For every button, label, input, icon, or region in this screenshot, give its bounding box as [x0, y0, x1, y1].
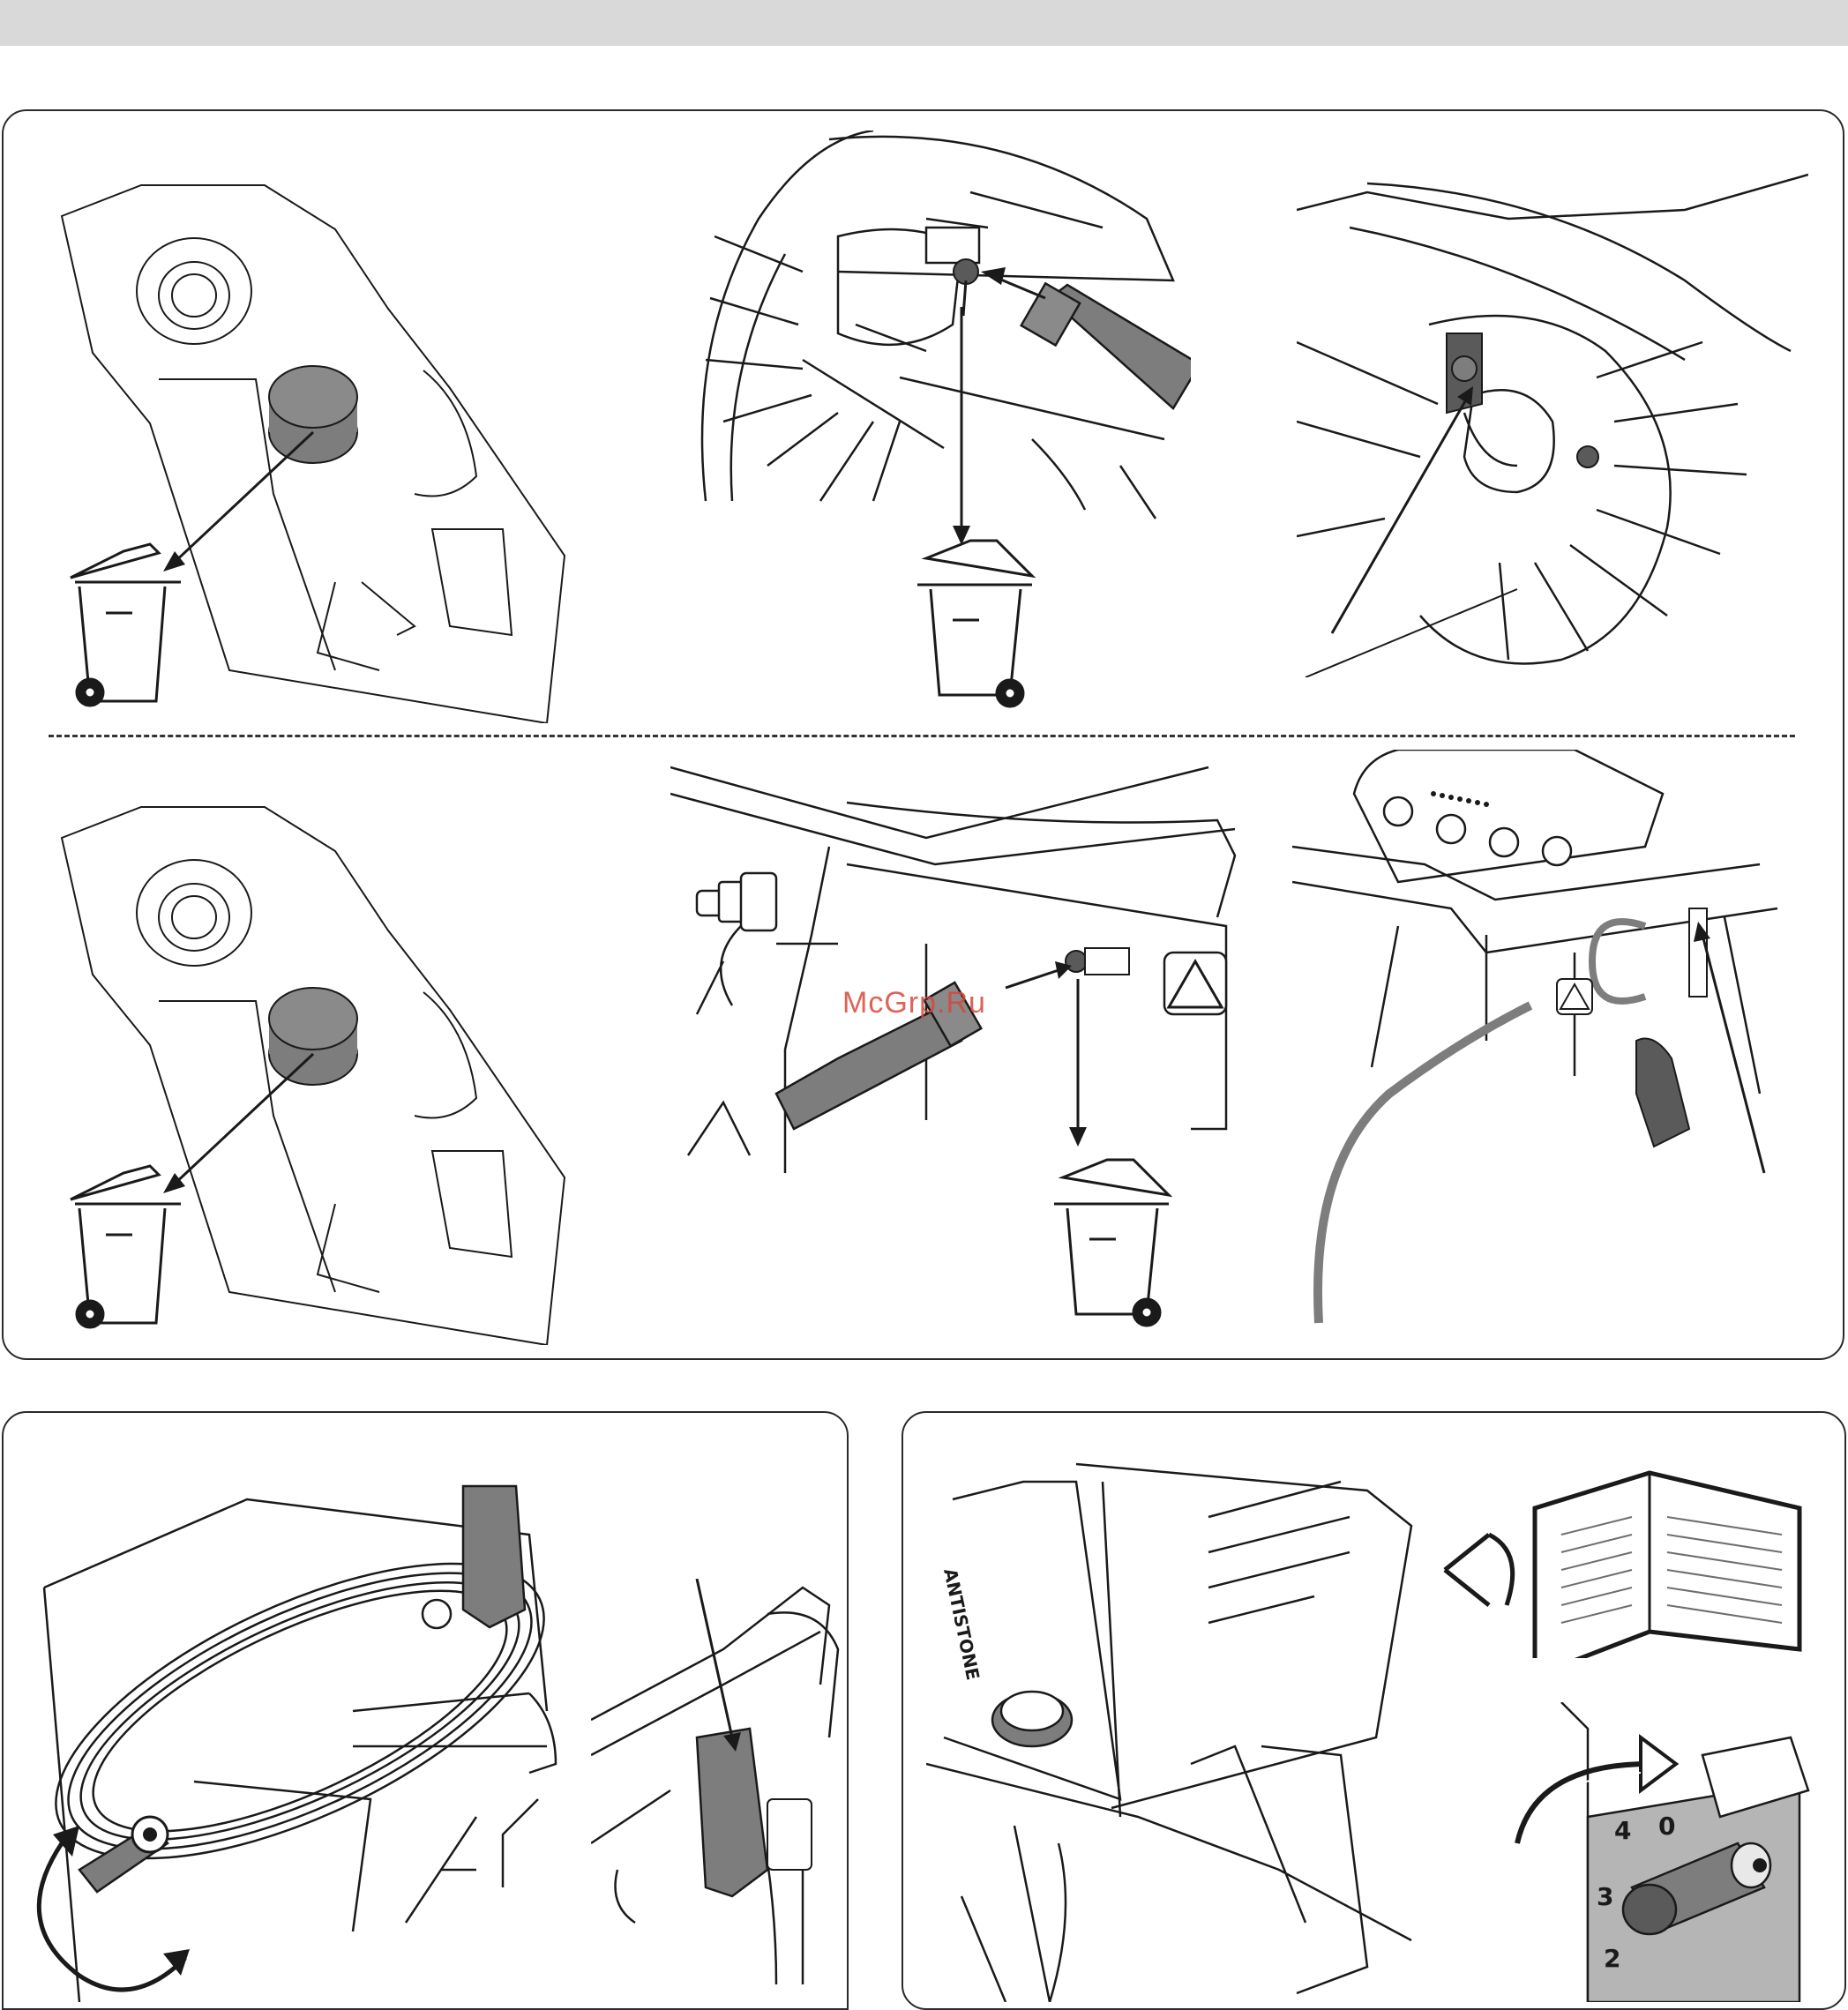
trash-bin-icon [917, 541, 1032, 706]
figure-hose-coiled [18, 1446, 582, 2002]
hose-disconnect-illustration [697, 131, 1191, 713]
trash-bin-icon [1054, 1160, 1169, 1326]
figure-cap-removal-2 [53, 798, 582, 1345]
hose-disconnect-illustration [670, 750, 1244, 1332]
cap-ring [992, 1692, 1072, 1746]
figure-antistone: ANTISTONE [926, 1455, 1420, 2002]
header-band [0, 0, 1848, 46]
barb-fitting [697, 873, 776, 930]
hose-coiled-illustration [18, 1446, 582, 2002]
wheel-handle-illustration [1297, 131, 1808, 677]
cap-removal-illustration [53, 176, 582, 723]
dial-illustration: 4 3 2 0 [1500, 1702, 1817, 2002]
figure-read-manual [1438, 1455, 1817, 1658]
figure-hose-disconnect-1 [697, 131, 1191, 713]
arrow-icon [1332, 386, 1473, 633]
dial-label-4: 4 [1614, 1816, 1631, 1845]
figure-wheel-handle [1297, 131, 1808, 677]
antistone-illustration: ANTISTONE [926, 1455, 1420, 2002]
trash-bin-icon [71, 544, 181, 706]
figure-dial: 4 3 2 0 [1500, 1702, 1817, 2002]
figure-cap-removal-1 [53, 176, 582, 723]
indicator-dots [1431, 791, 1489, 807]
dashed-divider [49, 735, 1795, 737]
figure-hose-stowed [1292, 750, 1804, 1332]
eye-icon [1445, 1535, 1513, 1605]
control-knobs [1384, 797, 1571, 865]
figure-hose-disconnect-2 [670, 750, 1244, 1332]
machine-label-antistone: ANTISTONE [939, 1566, 984, 1682]
manual-illustration [1438, 1455, 1817, 1658]
bracket-illustration [591, 1579, 847, 1993]
hose-connector [1021, 283, 1191, 408]
figure-bracket-detail [591, 1579, 847, 1993]
dial-label-2: 2 [1604, 1944, 1620, 1973]
hose-stowed-illustration [1292, 750, 1804, 1332]
trash-bin-icon [71, 1166, 181, 1327]
dial-label-3: 3 [1597, 1882, 1613, 1911]
manual-book-icon [1535, 1473, 1799, 1658]
dial-label-0: 0 [1658, 1812, 1675, 1841]
warning-sign [1557, 979, 1592, 1014]
warning-sign [1164, 953, 1226, 1014]
hose-end-fitting [79, 1817, 168, 1892]
arrow-icon [697, 1579, 741, 1752]
cap-removal-illustration [53, 798, 582, 1345]
watermark: McGrp.Ru [842, 986, 986, 1020]
